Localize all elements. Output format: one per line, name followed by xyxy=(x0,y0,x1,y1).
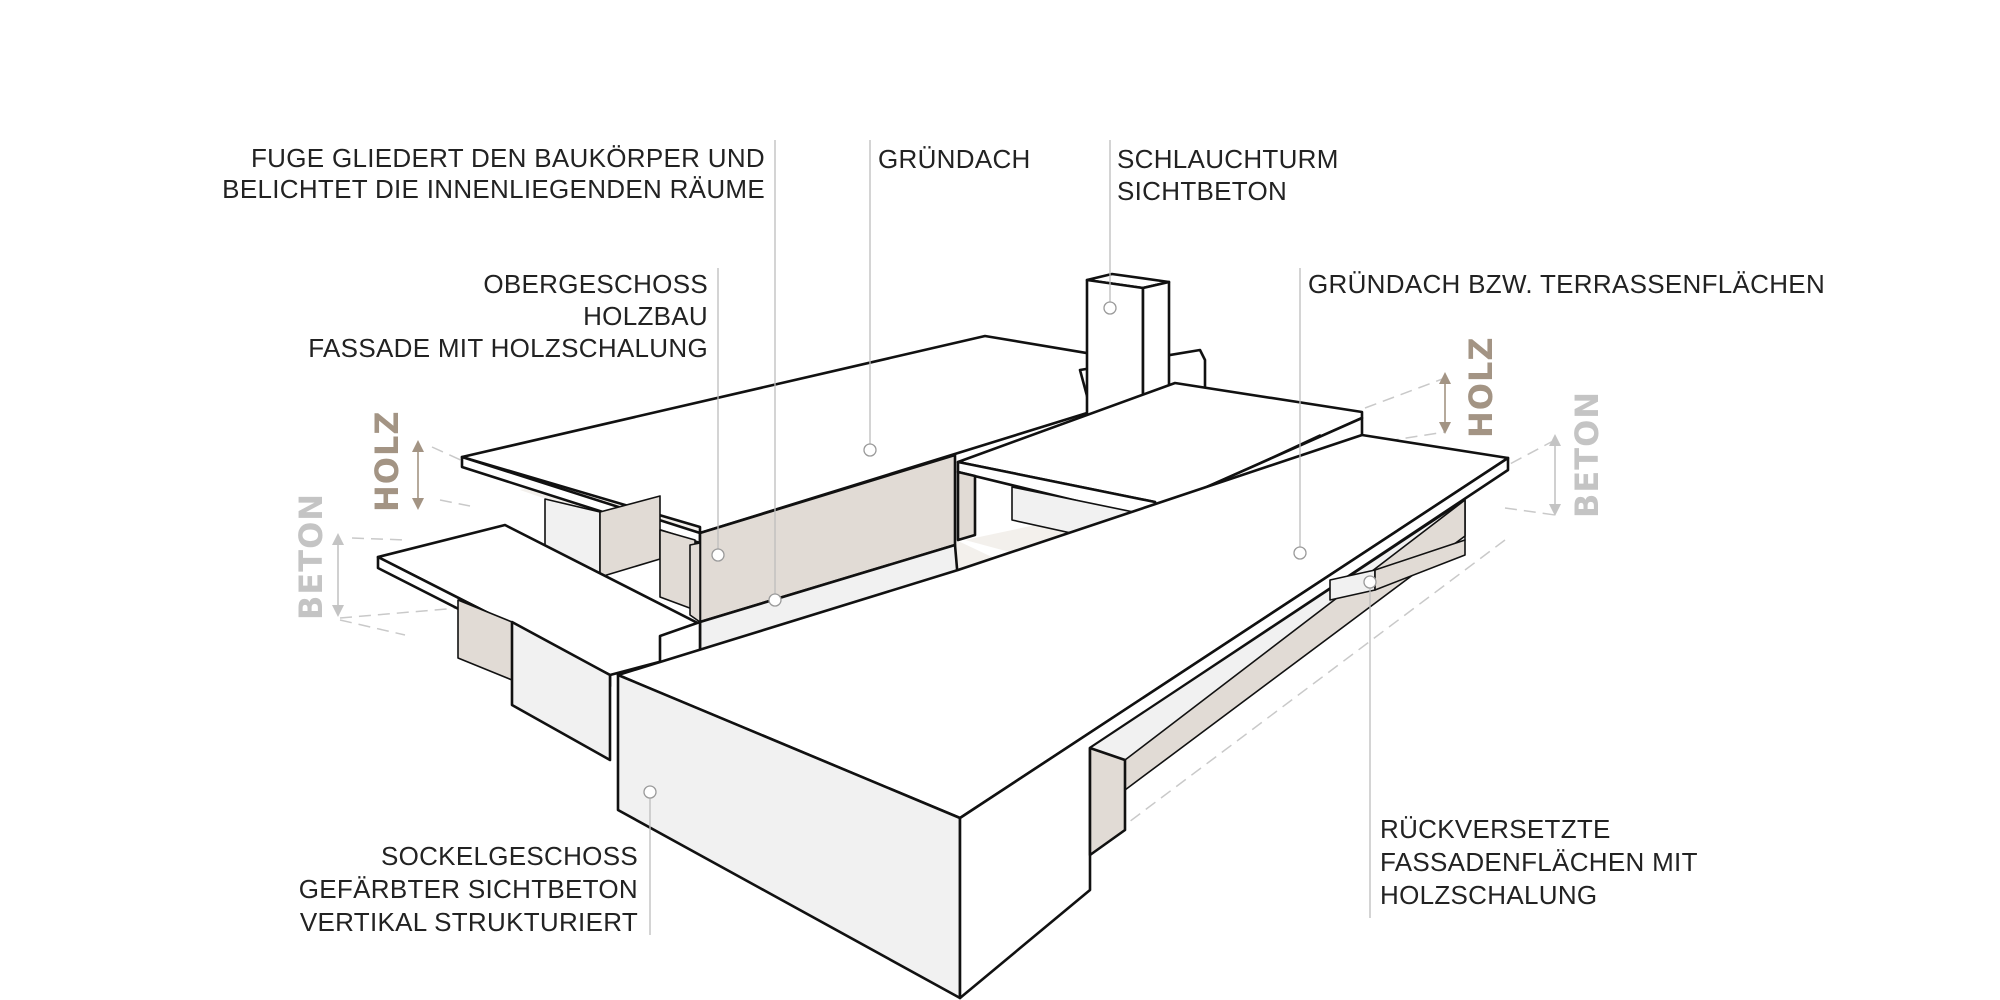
label-gruendach-line1: GRÜNDACH xyxy=(878,144,1031,174)
label-sockelgeschoss-line2: GEFÄRBTER SICHTBETON xyxy=(299,874,638,904)
label-gruendach-terrassen: GRÜNDACH BZW. TERRASSENFLÄCHEN xyxy=(1308,269,1825,299)
leader-dots xyxy=(643,301,1377,799)
label-obergeschoss-line1: OBERGESCHOSS xyxy=(483,269,708,299)
label-obergeschoss-line3: FASSADE MIT HOLZSCHALUNG xyxy=(308,333,708,363)
label-fuge-line2: BELICHTET DIE INNENLIEGENDEN RÄUME xyxy=(222,174,765,204)
label-rueckversetzte-line3: HOLZSCHALUNG xyxy=(1380,880,1597,910)
leader-lines xyxy=(649,140,1371,935)
holz-left-label: HOLZ xyxy=(368,410,406,512)
label-sockelgeschoss-line3: VERTIKAL STRUKTURIERT xyxy=(300,907,638,937)
label-sockelgeschoss: SOCKELGESCHOSS GEFÄRBTER SICHTBETON VERT… xyxy=(299,841,638,937)
label-rueckversetzte: RÜCKVERSETZTE FASSADENFLÄCHEN MIT HOLZSC… xyxy=(1380,814,1698,910)
label-rueckversetzte-line1: RÜCKVERSETZTE xyxy=(1380,814,1611,844)
label-rueckversetzte-line2: FASSADENFLÄCHEN MIT xyxy=(1380,847,1698,877)
projection-lines xyxy=(339,377,1556,856)
label-sockelgeschoss-line1: SOCKELGESCHOSS xyxy=(381,841,638,871)
label-obergeschoss: OBERGESCHOSS HOLZBAU FASSADE MIT HOLZSCH… xyxy=(308,269,708,363)
beton-left-label: BETON xyxy=(292,493,330,620)
label-schlauchturm: SCHLAUCHTURM SICHTBETON xyxy=(1117,144,1339,206)
holz-right-dimension: HOLZ xyxy=(1439,336,1500,438)
beton-right-dimension: BETON xyxy=(1549,391,1606,518)
label-schlauchturm-line1: SCHLAUCHTURM xyxy=(1117,144,1339,174)
label-schlauchturm-line2: SICHTBETON xyxy=(1117,176,1287,206)
holz-right-label: HOLZ xyxy=(1462,336,1500,438)
label-gruendach-terrassen-line1: GRÜNDACH BZW. TERRASSENFLÄCHEN xyxy=(1308,269,1825,299)
label-obergeschoss-line2: HOLZBAU xyxy=(583,301,708,331)
label-fuge-line1: FUGE GLIEDERT DEN BAUKÖRPER UND xyxy=(251,143,765,173)
beton-right-label: BETON xyxy=(1568,391,1606,518)
label-fuge: FUGE GLIEDERT DEN BAUKÖRPER UND BELICHTE… xyxy=(222,143,765,204)
holz-left-dimension: HOLZ xyxy=(368,410,424,512)
beton-left-dimension: BETON xyxy=(292,493,344,620)
base-floor-volume xyxy=(376,433,1510,1000)
label-gruendach: GRÜNDACH xyxy=(878,144,1031,174)
